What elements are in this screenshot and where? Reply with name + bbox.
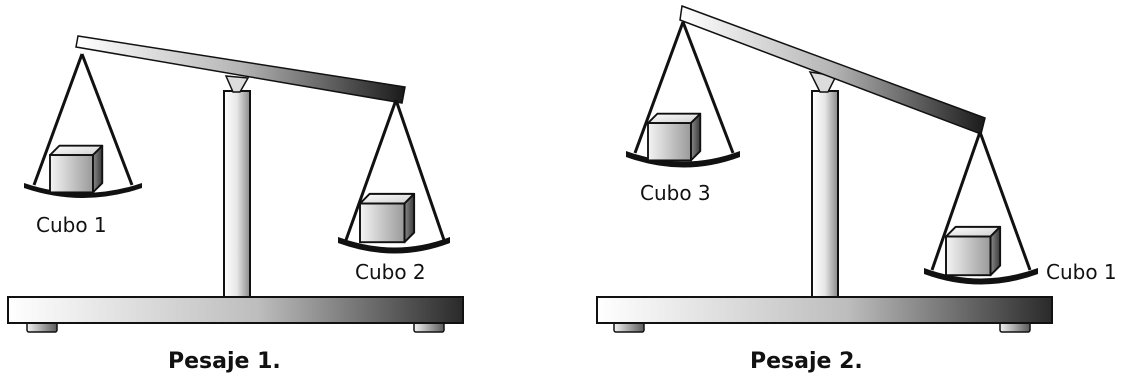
cube-1 [945, 225, 1002, 277]
cube-2 [359, 192, 416, 244]
scale-base [596, 296, 1053, 333]
cube-3 [647, 112, 702, 162]
left-pan [626, 21, 740, 168]
scale-1: Cubo 1 Cubo 2 Pesaje 1. [7, 35, 464, 374]
scale-post [811, 90, 839, 298]
right-pan [338, 99, 450, 254]
label-cubo-3: Cubo 3 [640, 181, 711, 205]
caption-pesaje-1: Pesaje 1. [168, 349, 281, 374]
label-cubo-1: Cubo 1 [36, 213, 107, 237]
pivot [224, 75, 250, 93]
scale-base [7, 296, 464, 333]
label-cubo-2: Cubo 2 [355, 260, 426, 284]
scale-2: Cubo 3 Cubo 1 Pesaje 2. [596, 4, 1117, 374]
label-cubo-1: Cubo 1 [1046, 260, 1117, 284]
left-pan [24, 53, 142, 198]
cube-1 [49, 144, 104, 194]
caption-pesaje-2: Pesaje 2. [750, 349, 863, 374]
scale-post [223, 90, 251, 298]
right-pan [924, 131, 1038, 285]
scale-beam [75, 35, 406, 104]
